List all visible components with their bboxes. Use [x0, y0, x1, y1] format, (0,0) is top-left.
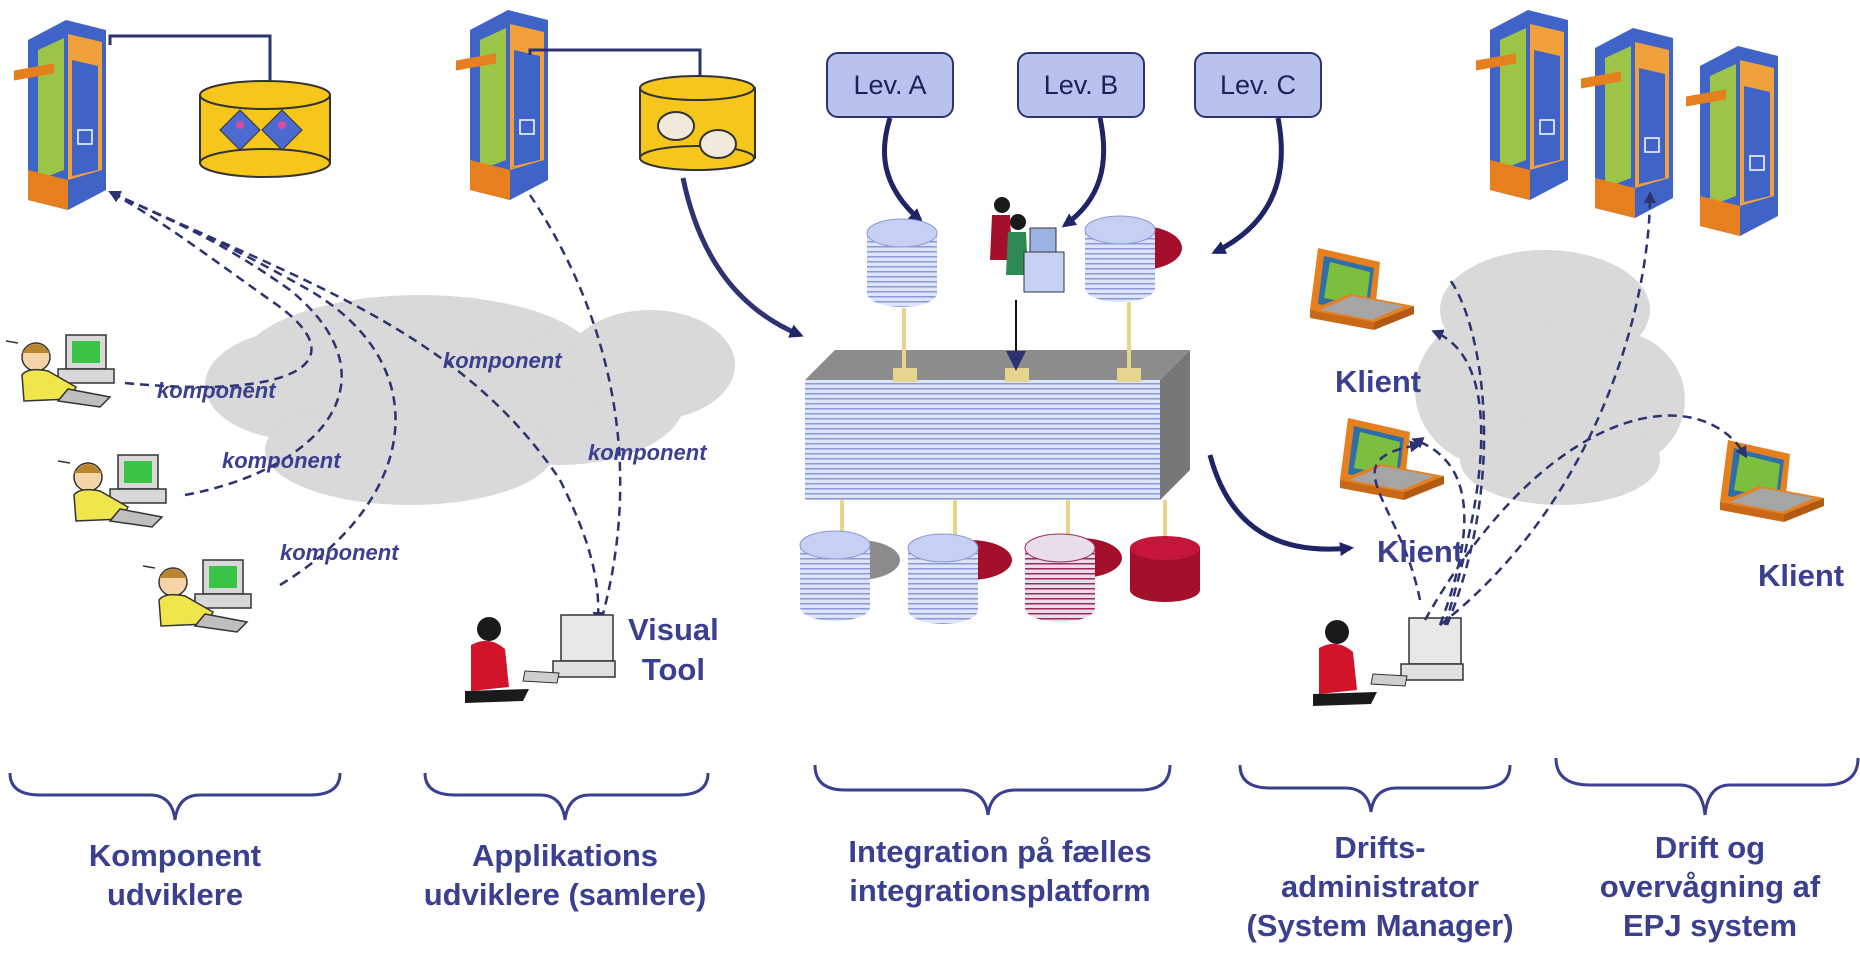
caption-line: overvågning af	[1599, 869, 1821, 904]
caption-line: Drifts-	[1334, 830, 1426, 865]
server-prod-1	[1475, 9, 1569, 201]
komponent-label: komponent	[157, 378, 276, 403]
server-prod-3	[1685, 45, 1779, 237]
database-bottom-2	[907, 533, 1012, 624]
komponent-label: komponent	[443, 348, 562, 373]
developer-3	[142, 559, 252, 633]
visual-tool-label: Visual Tool	[628, 610, 719, 690]
integration-operators	[990, 197, 1065, 293]
repo-connector-2	[528, 48, 702, 82]
integration-bus	[805, 350, 1190, 500]
komponent-label: komponent	[222, 448, 341, 473]
caption-line: administrator	[1280, 869, 1480, 904]
database-bottom-3	[1024, 533, 1122, 622]
server-app-dev	[455, 9, 549, 201]
server-component-dev	[13, 19, 107, 211]
supplier-box-lev-b: Lev. B	[1017, 52, 1145, 118]
visual-tool-line1: Visual	[628, 612, 719, 647]
component-upload-arrows	[108, 190, 622, 629]
system-manager-user	[1312, 617, 1464, 707]
database-top-left	[866, 218, 938, 308]
bus-to-client-arrow	[1207, 454, 1354, 556]
caption-system-manager: Drifts- administrator (System Manager)	[1230, 828, 1530, 945]
caption-integration: Integration på fælles integrationsplatfo…	[835, 832, 1165, 910]
caption-line: EPJ system	[1622, 908, 1798, 943]
cloud-left	[205, 295, 735, 505]
braces	[8, 757, 1860, 821]
supplier-label: Lev. B	[1043, 69, 1119, 100]
database-top-right	[1084, 215, 1182, 302]
lev-b-arrow	[1061, 117, 1107, 228]
developer-2	[57, 454, 167, 528]
komponent-label: komponent	[588, 440, 707, 465]
laptop-klient-1	[1310, 248, 1414, 330]
laptop-klient-3	[1720, 440, 1824, 522]
caption-line: integrationsplatform	[849, 873, 1151, 908]
management-arrows	[1373, 191, 1748, 626]
client-label-3: Klient	[1758, 558, 1845, 593]
komponent-label: komponent	[280, 540, 399, 565]
component-repository	[199, 80, 331, 178]
developer-1	[5, 334, 115, 408]
deploy-arrow	[680, 177, 804, 338]
lev-a-arrow	[881, 117, 924, 223]
caption-line: udviklere (samlere)	[423, 877, 707, 912]
client-label-1: Klient	[1335, 364, 1422, 399]
database-bottom-4	[1130, 536, 1200, 602]
caption-application-developers: Applikations udviklere (samlere)	[415, 836, 715, 914]
supplier-box-lev-c: Lev. C	[1194, 52, 1322, 118]
visual-tool-line2: Tool	[641, 652, 705, 687]
supplier-label: Lev. C	[1219, 69, 1297, 100]
caption-line: Drift og	[1654, 830, 1766, 865]
caption-line: Integration på fælles	[848, 834, 1152, 869]
visual-tool-user	[464, 614, 616, 704]
repo-connector-1	[108, 34, 272, 95]
lev-c-arrow	[1211, 117, 1284, 255]
caption-line: udviklere	[106, 877, 244, 912]
caption-line: Applikations	[471, 838, 658, 873]
caption-line: (System Manager)	[1246, 908, 1514, 943]
caption-operations: Drift og overvågning af EPJ system	[1560, 828, 1860, 945]
supplier-label: Lev. A	[853, 69, 927, 100]
server-prod-2	[1580, 27, 1674, 219]
caption-line: Komponent	[88, 838, 262, 873]
cloud-right	[1415, 250, 1685, 505]
application-repository	[639, 75, 756, 171]
database-bottom-1	[799, 530, 900, 621]
caption-component-developers: Komponent udviklere	[25, 836, 325, 914]
supplier-box-lev-a: Lev. A	[826, 52, 954, 118]
client-label-2: Klient	[1377, 534, 1464, 569]
